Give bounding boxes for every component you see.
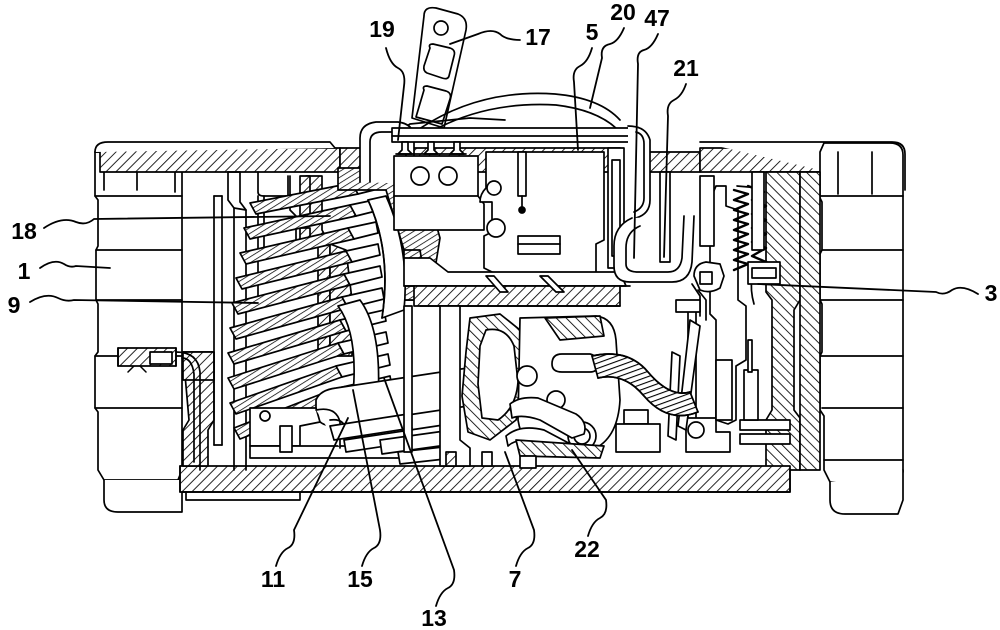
ref-label-21: 21 [673, 55, 699, 81]
ref-label-1: 1 [18, 258, 31, 284]
reference-numerals: 18 1 9 19 17 5 20 47 21 3 11 15 13 7 22 [8, 0, 998, 630]
bottom-detail [481, 409, 661, 469]
ref-label-7: 7 [509, 566, 522, 592]
ref-label-5: 5 [586, 19, 599, 45]
left-lower-chamber [117, 347, 201, 471]
latch-assembly [667, 184, 791, 453]
braided-conductor [591, 353, 699, 417]
ref-label-18: 18 [11, 218, 37, 244]
ref-label-13: 13 [421, 605, 447, 630]
ref-label-9: 9 [8, 292, 21, 318]
fixed-contact-lower-left [249, 407, 455, 465]
ref-label-20: 20 [610, 0, 636, 25]
terminal-lead [613, 215, 695, 283]
ref-label-11: 11 [261, 566, 286, 592]
contact-arm [315, 313, 621, 459]
operating-handle[interactable] [411, 6, 468, 129]
mechanism-frame [359, 121, 651, 307]
ref-label-17: 17 [525, 24, 551, 50]
leader-lines [29, 27, 979, 607]
ref-label-15: 15 [347, 566, 373, 592]
center-rib [403, 305, 471, 467]
ref-label-3: 3 [985, 280, 998, 306]
ref-label-19: 19 [369, 16, 395, 42]
ref-label-22: 22 [574, 536, 600, 562]
ref-label-47: 47 [644, 5, 670, 31]
